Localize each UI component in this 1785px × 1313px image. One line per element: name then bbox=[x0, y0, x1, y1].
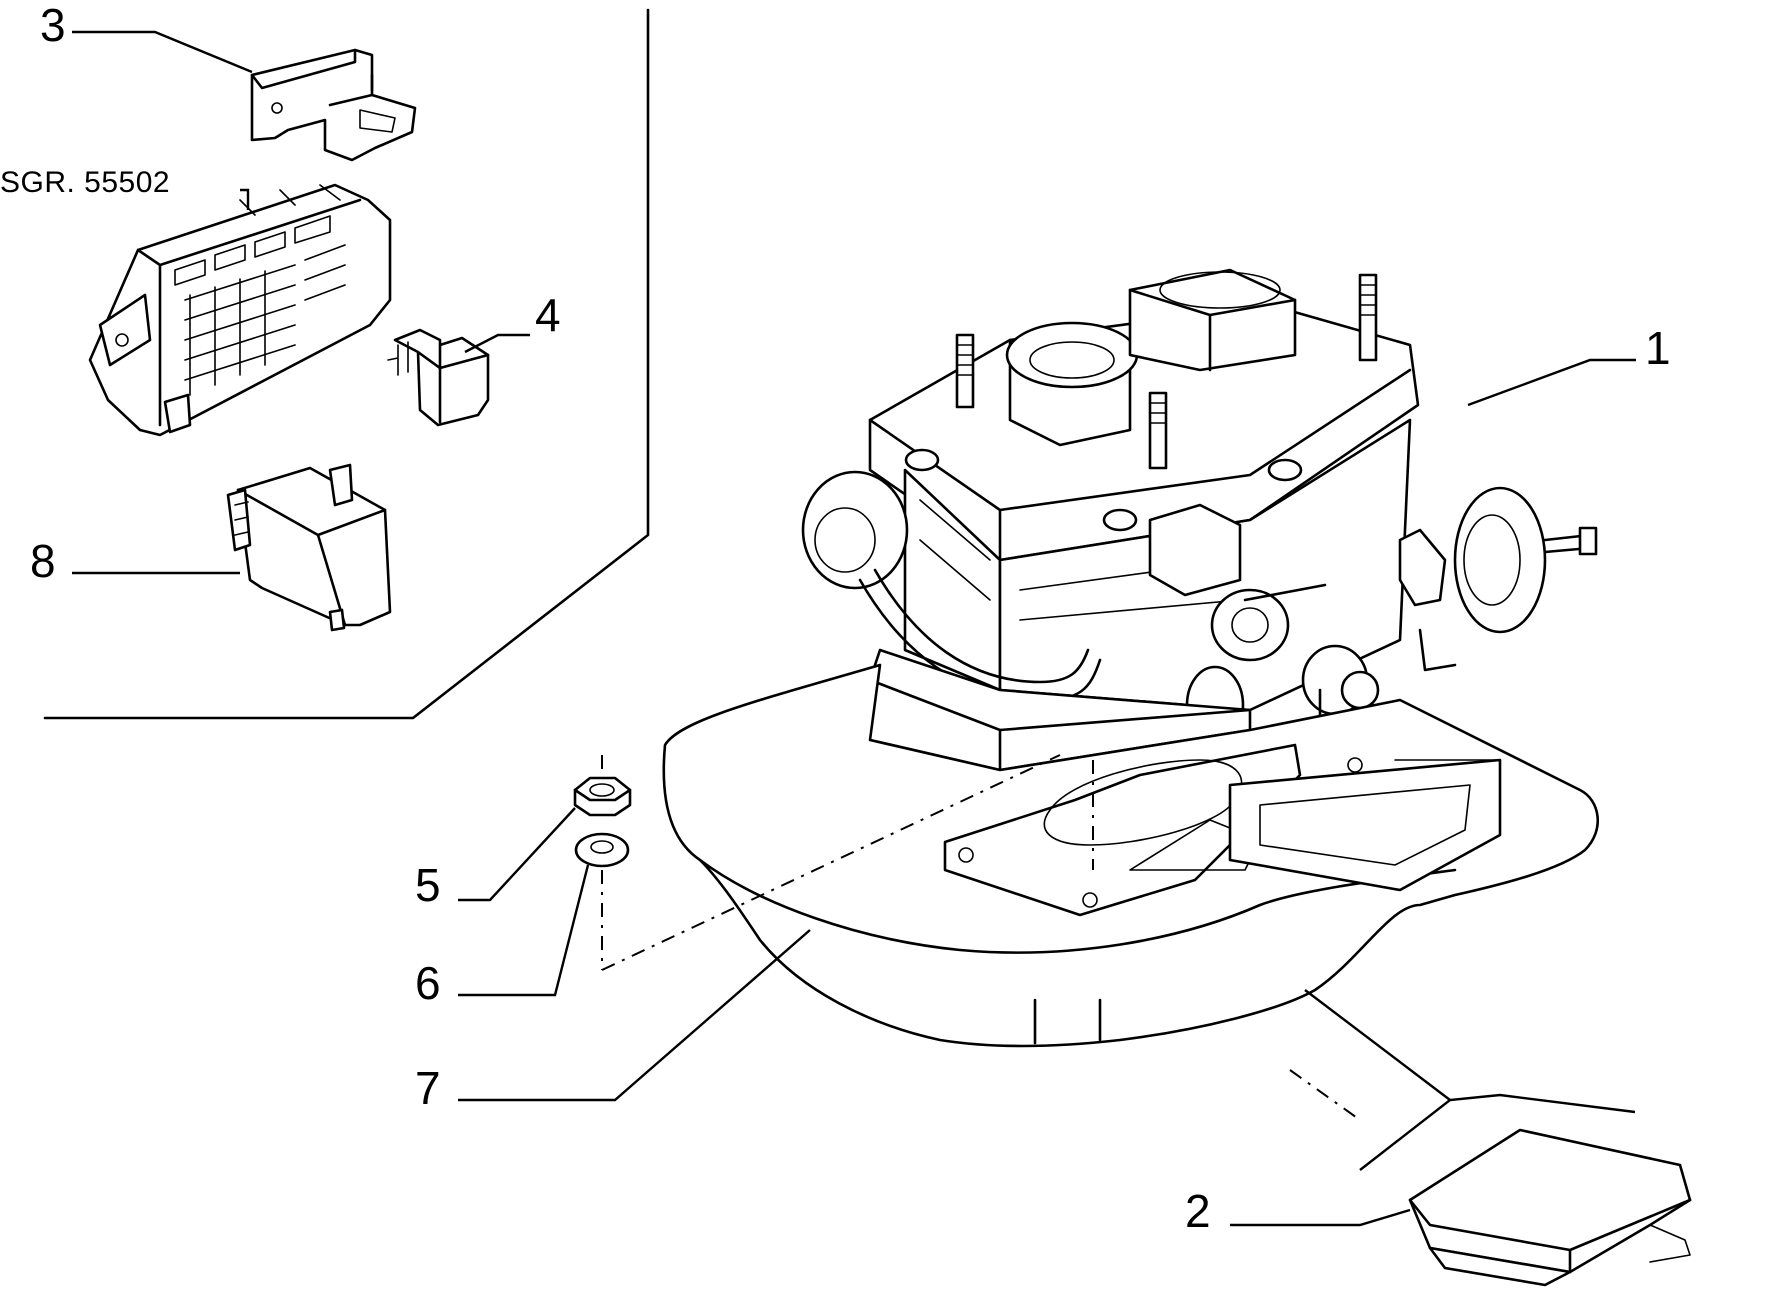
leader-2b bbox=[1304, 989, 1451, 1101]
leader-4 bbox=[464, 333, 530, 354]
part-3-bracket bbox=[250, 48, 417, 162]
callout-7: 7 bbox=[415, 1062, 441, 1114]
subgroup-reference-label: SGR. 55502 bbox=[0, 166, 171, 199]
carb-studs bbox=[955, 273, 1378, 470]
part-7-gasket-plate bbox=[662, 663, 1599, 1048]
callout-6: 6 bbox=[415, 957, 441, 1009]
fuse-box-assembly bbox=[88, 183, 392, 437]
leader-3 bbox=[72, 30, 253, 74]
part-4-relay bbox=[387, 328, 490, 427]
callout-5: 5 bbox=[415, 859, 441, 911]
leader-5 bbox=[458, 807, 576, 902]
leader-6 bbox=[458, 864, 590, 997]
callout-3: 3 bbox=[40, 0, 66, 51]
part-1-carburettor bbox=[801, 268, 1598, 782]
callout-1: 1 bbox=[1645, 322, 1671, 374]
leader-2 bbox=[1230, 1208, 1411, 1227]
leader-sgr bbox=[240, 188, 250, 210]
callout-2: 2 bbox=[1185, 1185, 1211, 1237]
leader-2c bbox=[1359, 1093, 1636, 1171]
axis-line-cap bbox=[1289, 1069, 1361, 1121]
leader-1 bbox=[1467, 358, 1636, 407]
group-divider-line bbox=[43, 8, 650, 720]
part-6-washer bbox=[574, 832, 630, 868]
part-5-nut bbox=[573, 776, 632, 817]
callout-4: 4 bbox=[535, 289, 561, 341]
part-8-control-unit bbox=[226, 463, 392, 632]
leader-7 bbox=[458, 929, 811, 1102]
callout-8: 8 bbox=[30, 535, 56, 587]
part-2-cover-cap bbox=[1408, 1128, 1692, 1287]
